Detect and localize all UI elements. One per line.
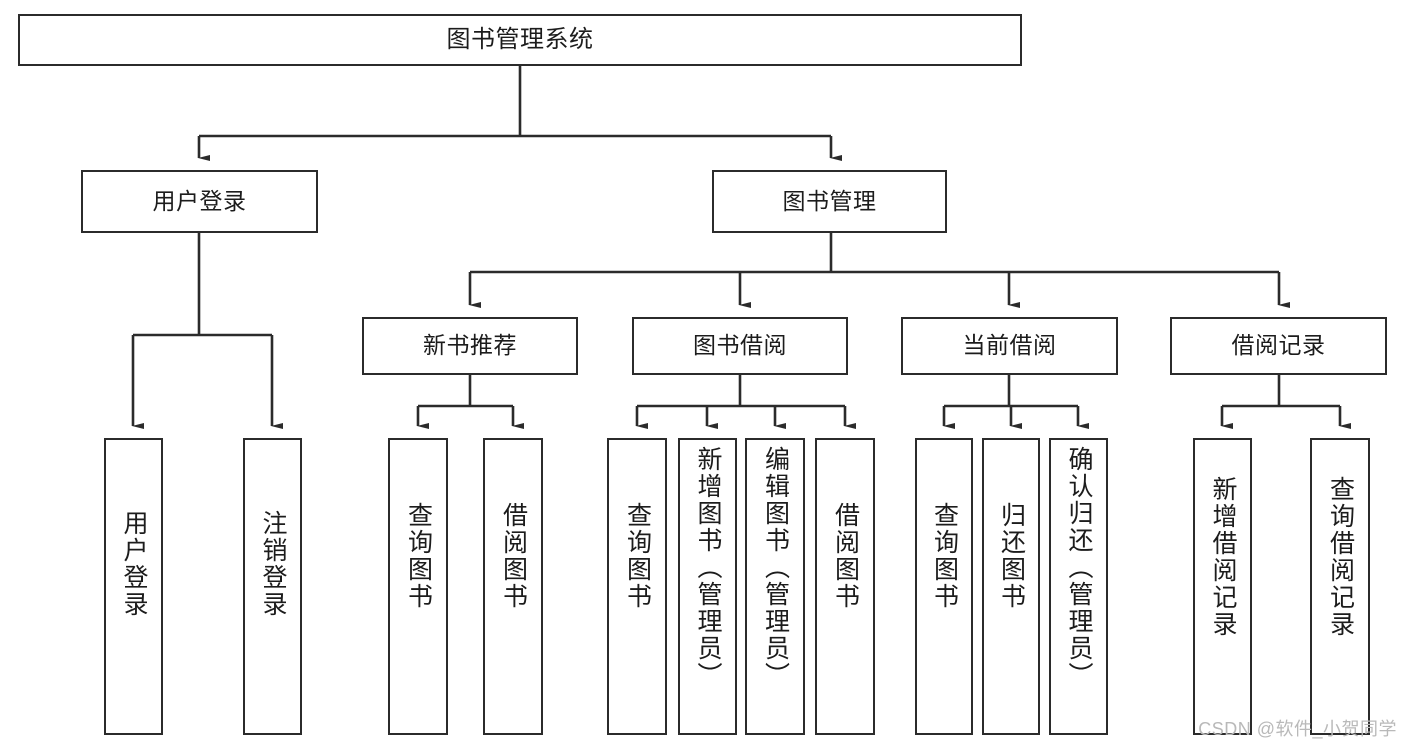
node-label: 新增借阅记录 — [1209, 476, 1237, 638]
node-current-borrow[interactable]: 当前借阅 — [901, 317, 1118, 375]
node-label: 用户登录 — [120, 510, 148, 618]
csdn-watermark: CSDN @软件_小贺同学 — [1198, 719, 1397, 739]
leaf-user-login[interactable]: 用户登录 — [104, 438, 163, 735]
node-label: 确认归还（管理员） — [1065, 446, 1093, 689]
node-label: 借阅图书 — [831, 502, 860, 610]
node-label: 借阅记录 — [1231, 332, 1326, 359]
leaf-add-book-admin[interactable]: 新增图书（管理员） — [678, 438, 737, 735]
node-label: 查询图书 — [930, 502, 959, 610]
node-book-manage[interactable]: 图书管理 — [712, 170, 947, 233]
node-user-login[interactable]: 用户登录 — [81, 170, 318, 233]
node-label: 查询图书 — [623, 502, 652, 610]
node-label: 编辑图书（管理员） — [761, 446, 790, 689]
leaf-add-borrow-record[interactable]: 新增借阅记录 — [1193, 438, 1252, 735]
node-book-borrow[interactable]: 图书借阅 — [632, 317, 848, 375]
leaf-query-book-recommend[interactable]: 查询图书 — [388, 438, 448, 735]
leaf-edit-book-admin[interactable]: 编辑图书（管理员） — [745, 438, 805, 735]
node-label: 查询借阅记录 — [1326, 476, 1355, 638]
leaf-query-book-borrow[interactable]: 查询图书 — [607, 438, 667, 735]
node-label: 图书管理系统 — [446, 25, 594, 53]
node-label: 图书管理 — [782, 187, 877, 214]
leaf-user-logout[interactable]: 注销登录 — [243, 438, 302, 735]
leaf-borrow-book-recommend[interactable]: 借阅图书 — [483, 438, 543, 735]
node-label: 归还图书 — [997, 502, 1026, 610]
node-label: 当前借阅 — [962, 332, 1057, 359]
node-new-book-recommend[interactable]: 新书推荐 — [362, 317, 578, 375]
leaf-confirm-return-admin[interactable]: 确认归还（管理员） — [1049, 438, 1108, 735]
leaf-return-book[interactable]: 归还图书 — [982, 438, 1040, 735]
leaf-query-borrow-record[interactable]: 查询借阅记录 — [1310, 438, 1370, 735]
node-borrow-record[interactable]: 借阅记录 — [1170, 317, 1387, 375]
leaf-borrow-book[interactable]: 借阅图书 — [815, 438, 875, 735]
node-label: 新书推荐 — [423, 332, 517, 359]
node-label: 借阅图书 — [499, 502, 528, 610]
node-label: 查询图书 — [404, 502, 433, 610]
node-label: 用户登录 — [152, 187, 247, 214]
node-root-system[interactable]: 图书管理系统 — [18, 14, 1022, 66]
node-label: 注销登录 — [259, 510, 287, 618]
leaf-query-book-current[interactable]: 查询图书 — [915, 438, 973, 735]
node-label: 图书借阅 — [693, 332, 787, 359]
node-label: 新增图书（管理员） — [694, 446, 722, 689]
